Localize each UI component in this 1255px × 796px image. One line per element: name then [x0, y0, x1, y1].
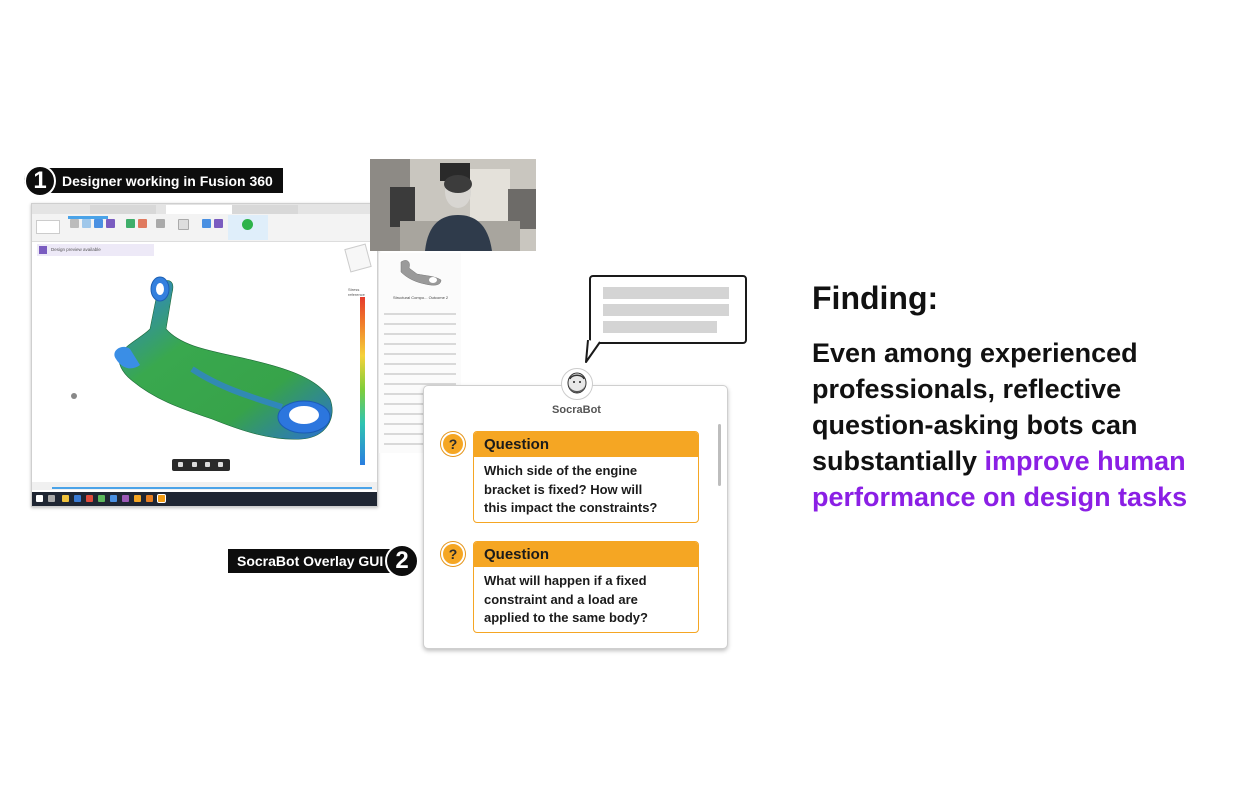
socrabot-app-icon[interactable] — [157, 494, 166, 503]
orbit-icon[interactable] — [178, 462, 183, 467]
placeholder-line — [603, 304, 729, 316]
folder-icon[interactable] — [62, 495, 69, 502]
fusion-tab-active[interactable] — [166, 205, 232, 214]
finding-line: substantially improve human — [812, 446, 1186, 477]
finding-text: Even among experienced — [812, 338, 1138, 368]
callout-number-one: 1 — [24, 165, 56, 197]
search-icon[interactable] — [48, 495, 55, 502]
viewport-controls — [172, 459, 230, 471]
start-icon[interactable] — [36, 495, 43, 502]
finding-highlight: performance on design tasks — [812, 482, 1188, 512]
webcam-feed — [370, 159, 536, 251]
bracket-thumbnail-icon — [400, 260, 442, 286]
question-line: Which side of the engine — [484, 463, 638, 478]
socrabot-name: SocraBot — [552, 404, 601, 416]
bracket-lug-left — [114, 346, 140, 369]
callout-number-two: 2 — [385, 544, 419, 578]
callout-designer-label: Designer working in Fusion 360 — [24, 168, 283, 193]
question-mark-icon: ? — [441, 432, 465, 456]
finding-line: Even among experienced — [812, 338, 1138, 369]
toolbar-icon[interactable] — [106, 219, 115, 228]
fusion-status-bar — [32, 482, 377, 490]
speech-bubble-tail — [585, 340, 601, 363]
toolbar-icon[interactable] — [126, 219, 135, 228]
app-icon[interactable] — [146, 495, 153, 502]
fusion-tab[interactable] — [90, 205, 156, 214]
question-line: this impact the constraints? — [484, 500, 658, 515]
star-icon[interactable] — [178, 219, 189, 230]
question-line: bracket is fixed? How will — [484, 481, 643, 497]
callout-socrabot-label: SocraBot Overlay GUI — [228, 549, 406, 573]
question-line: constraint and a load are — [484, 591, 638, 607]
socrabot-panel: SocraBot ? Question Which side of the en… — [423, 368, 728, 649]
toolbar-icon[interactable] — [156, 219, 165, 228]
fusion-tab[interactable] — [232, 205, 298, 214]
placeholder-line — [603, 287, 729, 299]
outcome-view-tab[interactable] — [68, 216, 108, 219]
finding-line: performance on design tasks — [812, 482, 1187, 513]
app-icon[interactable] — [98, 495, 105, 502]
callout-socrabot-text: SocraBot Overlay GUI — [237, 553, 384, 569]
engine-bracket-model — [71, 276, 333, 440]
question-heading: Question — [474, 542, 698, 567]
question-mark-icon: ? — [441, 542, 465, 566]
bracket-ring-hole — [289, 406, 319, 424]
question-text: What will happen if a fixed constraint a… — [474, 567, 698, 628]
outcome-thumbnail[interactable] — [395, 256, 445, 288]
app-icon[interactable] — [122, 495, 129, 502]
socrabot-avatar[interactable] — [561, 368, 593, 400]
windows-taskbar — [32, 492, 377, 506]
stress-scale-title: Stress reference — [348, 287, 365, 297]
finding-line: question-asking bots can — [812, 410, 1138, 441]
question-card[interactable]: Question Which side of the engine bracke… — [473, 431, 699, 523]
zoom-icon[interactable] — [205, 462, 210, 467]
toolbar-icon[interactable] — [202, 219, 211, 228]
finding-text: question-asking bots can — [812, 410, 1138, 440]
finding-highlight: improve human — [984, 446, 1186, 476]
question-text: Which side of the engine bracket is fixe… — [474, 457, 698, 518]
workspace-switcher[interactable] — [36, 220, 60, 234]
finding-text: substantially — [812, 446, 985, 476]
iteration-timeline[interactable] — [52, 487, 372, 489]
browser-icon[interactable] — [74, 495, 81, 502]
fusion-tab-bar — [32, 204, 377, 214]
fusion-toolbar — [32, 214, 377, 242]
app-icon[interactable] — [110, 495, 117, 502]
pan-icon[interactable] — [192, 462, 197, 467]
notice-icon — [39, 246, 47, 254]
camera-icon[interactable] — [218, 462, 223, 467]
export-outcome-button[interactable] — [228, 215, 268, 240]
finding-text: professionals, reflective — [812, 374, 1122, 404]
webcam-image — [370, 159, 536, 251]
socrabot-scrollbar[interactable] — [718, 424, 721, 486]
callout-designer-text: Designer working in Fusion 360 — [62, 172, 273, 189]
app-icon[interactable] — [86, 495, 93, 502]
toolbar-icon[interactable] — [94, 219, 103, 228]
design-preview-notice[interactable]: Design preview available — [37, 244, 154, 256]
toolbar-icon[interactable] — [138, 219, 147, 228]
socrates-face-icon — [567, 372, 587, 394]
fusion-360-window: Design preview available Stress referenc… — [31, 203, 378, 507]
question-heading: Question — [474, 432, 698, 457]
notice-text: Design preview available — [51, 247, 101, 252]
placeholder-line — [603, 321, 717, 333]
bracket-rib — [190, 366, 283, 410]
stress-scale-bar — [360, 297, 365, 465]
question-card[interactable]: Question What will happen if a fixed con… — [473, 541, 699, 633]
toolbar-icon[interactable] — [70, 219, 79, 228]
question-line: applied to the same body? — [484, 610, 648, 625]
toolbar-icon[interactable] — [214, 219, 223, 228]
fusion-app-icon[interactable] — [134, 495, 141, 502]
speech-bubble — [589, 275, 747, 344]
origin-marker — [71, 393, 77, 399]
outcome-name: Structural Compo... Outcome 2 — [393, 295, 449, 300]
toolbar-icon[interactable] — [82, 219, 91, 228]
bracket-lug-hole — [156, 283, 164, 295]
question-line: What will happen if a fixed — [484, 573, 647, 588]
finding-title: Finding: — [812, 280, 939, 316]
check-icon — [242, 219, 253, 230]
finding-line: professionals, reflective — [812, 374, 1121, 405]
